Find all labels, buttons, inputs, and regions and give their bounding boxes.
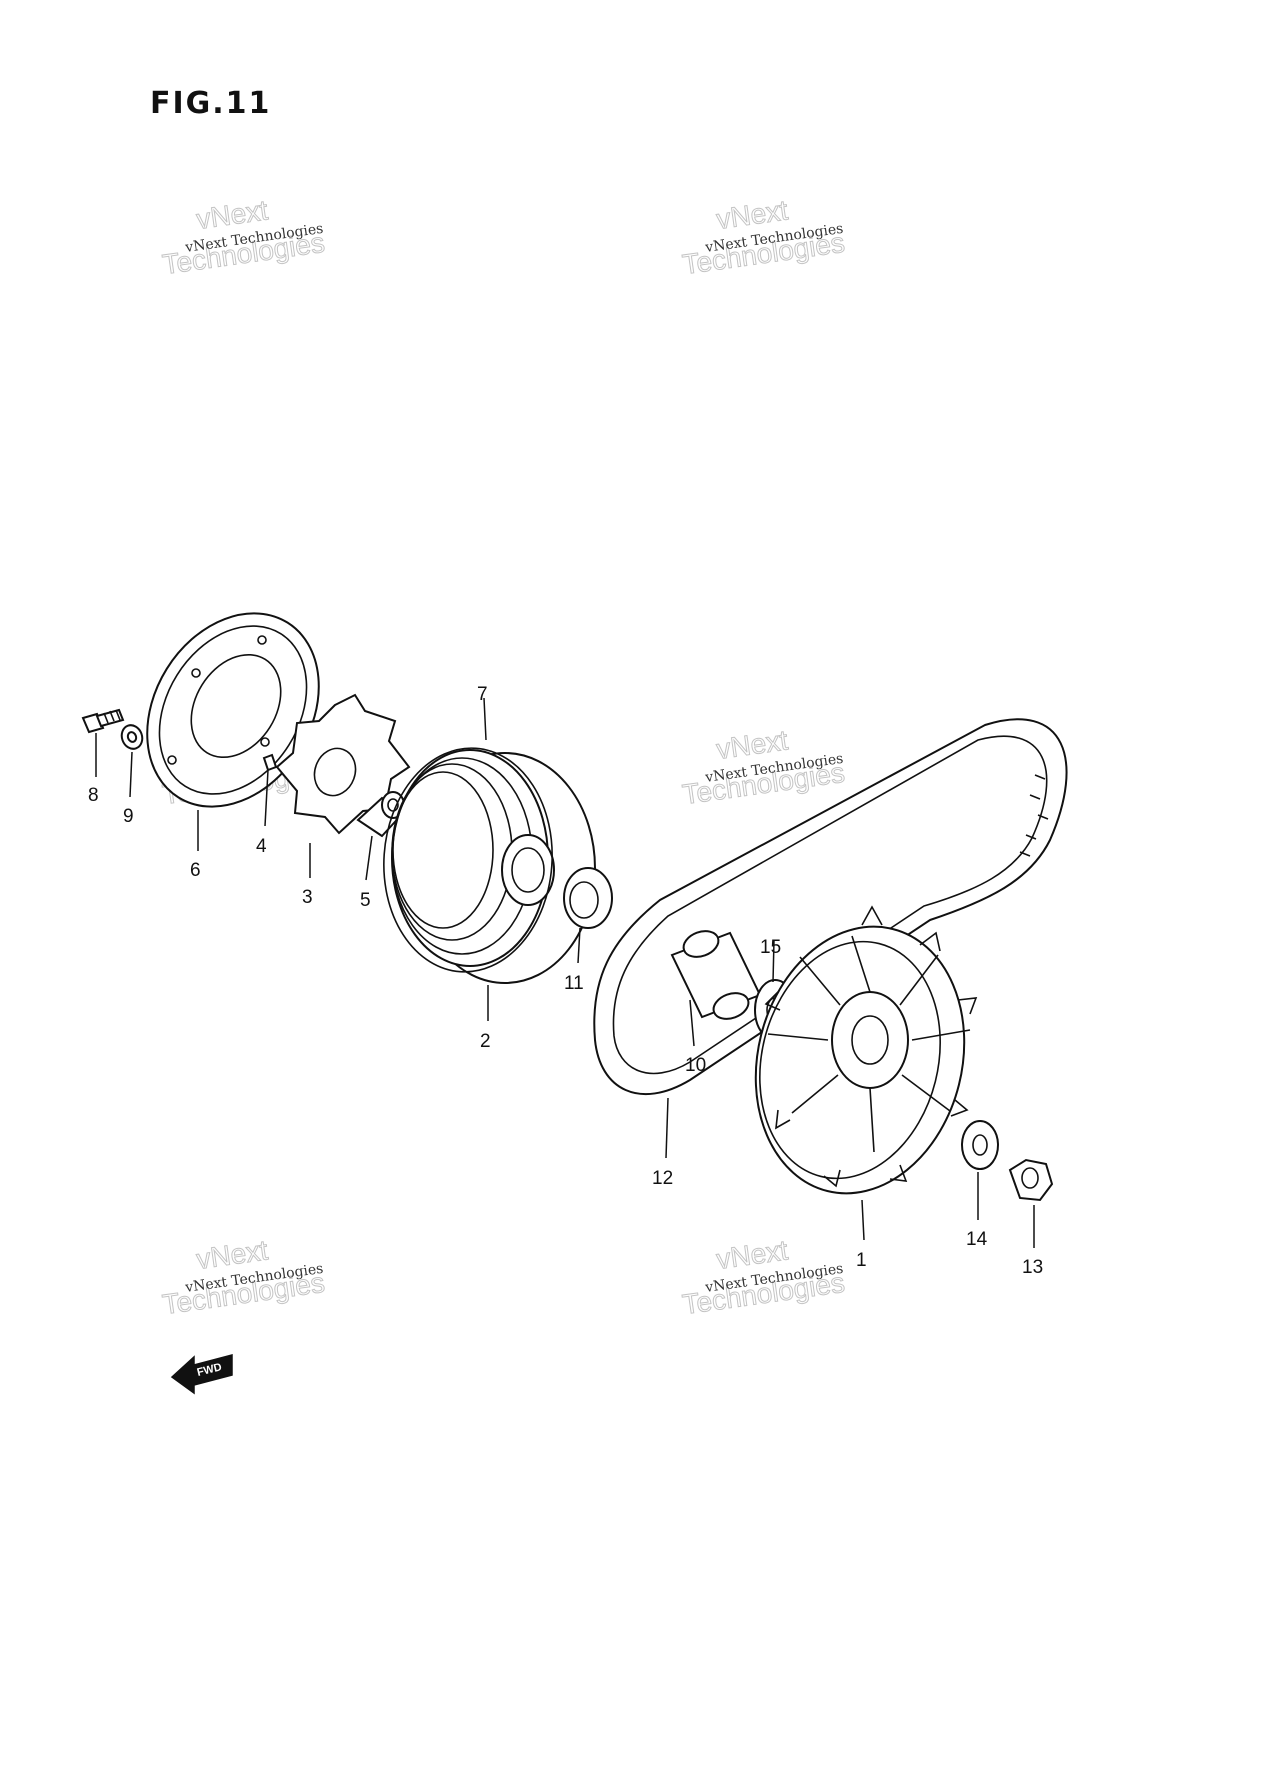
watermark-bottom-right: vNext Technologies vNext Technologies: [680, 1234, 847, 1321]
callout-7: 7: [477, 684, 488, 705]
callout-3: 3: [302, 887, 313, 908]
callout-1: 1: [856, 1250, 867, 1271]
watermark-bottom-left: vNext Technologies vNext Technologies: [160, 1234, 327, 1321]
callout-4: 4: [256, 836, 267, 857]
leader-lines: [95, 697, 1035, 1248]
nut-part: [1008, 1158, 1054, 1202]
callout-8: 8: [88, 785, 99, 806]
ramp-plate-part: [275, 693, 411, 835]
ring-part: [383, 747, 553, 973]
callout-12: 12: [652, 1168, 673, 1189]
callout-13: 13: [1022, 1257, 1043, 1278]
watermark-top-right: vNext Technologies vNext Technologies: [680, 194, 847, 281]
callout-14: 14: [966, 1229, 988, 1250]
watermark-mid-right: vNext Technologies vNext Technologies: [680, 724, 847, 811]
cover-plate-part: [146, 612, 320, 808]
callout-6: 6: [190, 860, 201, 881]
drive-face-part: [391, 749, 596, 984]
watermark-top-left: vNext Technologies vNext Technologies: [160, 194, 327, 281]
bolt-part: [81, 708, 125, 734]
callout-numbers: 8 9 6 4 3 5 7 2 11 10 15 12 1 14 13: [88, 684, 1043, 1278]
oil-seal-part: [563, 867, 613, 929]
washer-part: [120, 724, 144, 750]
callout-15: 15: [760, 937, 781, 958]
figure-title: FIG.11: [150, 86, 272, 121]
fwd-direction-arrow: FWD: [170, 1354, 233, 1395]
svg-text:FWD: FWD: [196, 1361, 223, 1379]
collar-part: [670, 930, 762, 1020]
washer-small-part: [961, 1120, 999, 1170]
callout-5: 5: [360, 890, 371, 911]
fixed-drive-face-part: [754, 905, 978, 1195]
callout-11: 11: [564, 973, 584, 994]
callout-10: 10: [685, 1055, 706, 1076]
callout-2: 2: [480, 1031, 491, 1052]
callout-9: 9: [123, 806, 134, 827]
